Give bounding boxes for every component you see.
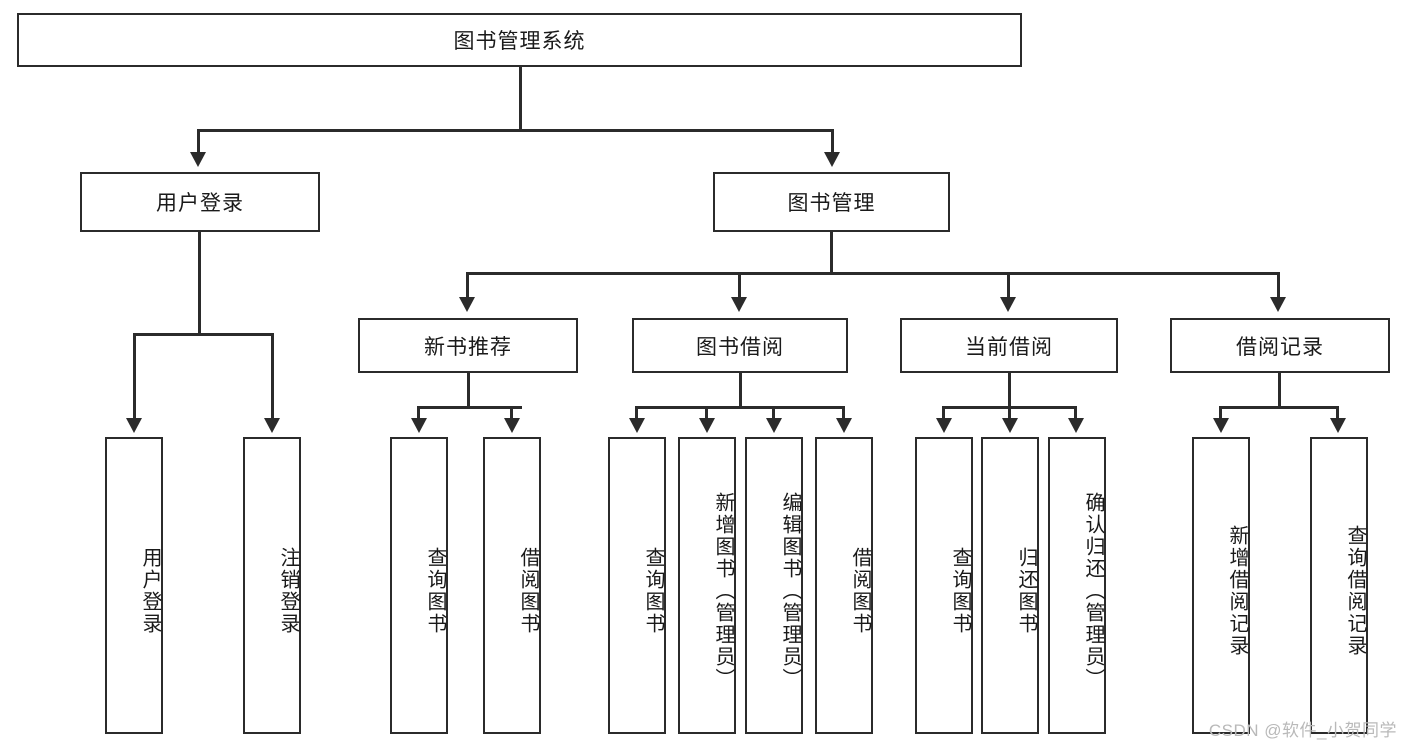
leaf-query-borrow-record[interactable]: 查询借阅记录	[1310, 437, 1368, 734]
arrow-new-book-to-borrow	[504, 418, 520, 433]
connector-book-borrow-to-query	[635, 406, 638, 421]
watermark: CSDN @软件_小贺同学	[1208, 721, 1397, 740]
arrow-book-borrow-to-edit	[766, 418, 782, 433]
leaf-borrow-book-recommend[interactable]: 借阅图书	[483, 437, 541, 734]
node-root-label: 图书管理系统	[453, 30, 586, 53]
connector-book-borrow-to-add	[705, 406, 708, 421]
leaf-edit-book-admin[interactable]: 编辑图书（管理员）	[745, 437, 803, 734]
connector-root-bar	[197, 129, 834, 132]
arrow-book-borrow-to-lend	[836, 418, 852, 433]
arrow-book-mgmt-to-new-book	[459, 297, 475, 312]
leaf-query-borrow-record-label: 查询借阅记录	[1344, 524, 1366, 657]
connector-user-login-bar	[133, 333, 273, 336]
connector-new-book-to-query	[417, 406, 420, 421]
arrow-borrow-records-to-add	[1213, 418, 1229, 433]
leaf-query-book-borrow-label: 查询图书	[642, 546, 664, 635]
leaf-confirm-return-admin-label: 确认归还（管理员）	[1082, 491, 1104, 690]
connector-borrow-records-bar	[1219, 406, 1339, 409]
node-book-management-label: 图书管理	[787, 192, 876, 215]
arrow-root-to-user-login	[190, 152, 206, 167]
connector-root-stem	[519, 67, 522, 130]
leaf-add-book-admin[interactable]: 新增图书（管理员）	[678, 437, 736, 734]
arrow-current-borrow-to-return	[1002, 418, 1018, 433]
leaf-borrow-book-label: 借阅图书	[849, 546, 871, 635]
leaf-confirm-return-admin[interactable]: 确认归还（管理员）	[1048, 437, 1106, 734]
connector-user-login-to-login	[133, 333, 136, 421]
connector-borrow-records-to-add	[1219, 406, 1222, 421]
node-user-login[interactable]: 用户登录	[80, 172, 320, 232]
leaf-return-book[interactable]: 归还图书	[981, 437, 1039, 734]
arrow-book-mgmt-to-records	[1270, 297, 1286, 312]
connector-current-borrow-to-confirm	[1074, 406, 1077, 421]
connector-new-book-bar	[417, 406, 522, 409]
arrow-root-to-book-mgmt	[824, 152, 840, 167]
arrow-new-book-to-query	[411, 418, 427, 433]
connector-root-to-book-mgmt	[831, 129, 834, 155]
connector-book-borrow-stem	[739, 373, 742, 408]
arrow-user-login-to-logout	[264, 418, 280, 433]
connector-book-mgmt-to-records	[1277, 272, 1280, 300]
connector-root-to-user-login	[197, 129, 200, 155]
connector-new-book-stem	[467, 373, 470, 408]
node-new-book-recommend-label: 新书推荐	[424, 335, 512, 359]
leaf-query-book-recommend[interactable]: 查询图书	[390, 437, 448, 734]
node-new-book-recommend[interactable]: 新书推荐	[358, 318, 578, 373]
arrow-book-borrow-to-add	[699, 418, 715, 433]
connector-book-borrow-bar	[635, 406, 844, 409]
connector-current-borrow-to-return	[1008, 406, 1011, 421]
connector-book-borrow-to-edit	[772, 406, 775, 421]
leaf-add-borrow-record-label: 新增借阅记录	[1226, 524, 1248, 657]
connector-book-mgmt-to-current	[1007, 272, 1010, 300]
connector-book-mgmt-to-borrow	[738, 272, 741, 300]
leaf-user-login-label: 用户登录	[139, 546, 161, 635]
connector-user-login-to-logout	[271, 333, 274, 421]
leaf-borrow-book-recommend-label: 借阅图书	[517, 546, 539, 635]
node-root[interactable]: 图书管理系统	[17, 13, 1022, 67]
leaf-borrow-book[interactable]: 借阅图书	[815, 437, 873, 734]
node-user-login-label: 用户登录	[156, 192, 244, 215]
leaf-edit-book-admin-label: 编辑图书（管理员）	[779, 491, 801, 690]
arrow-current-borrow-to-confirm	[1068, 418, 1084, 433]
node-current-borrow-label: 当前借阅	[965, 335, 1053, 359]
leaf-logout[interactable]: 注销登录	[243, 437, 301, 734]
connector-new-book-to-borrow	[510, 406, 513, 421]
node-book-borrow[interactable]: 图书借阅	[632, 318, 848, 373]
leaf-query-book-recommend-label: 查询图书	[424, 546, 446, 635]
arrow-book-mgmt-to-current	[1000, 297, 1016, 312]
leaf-add-book-admin-label: 新增图书（管理员）	[712, 491, 734, 690]
connector-borrow-records-stem	[1278, 373, 1281, 408]
connector-borrow-records-to-query	[1336, 406, 1339, 421]
connector-user-login-stem	[198, 232, 201, 335]
leaf-logout-label: 注销登录	[277, 546, 299, 635]
leaf-user-login[interactable]: 用户登录	[105, 437, 163, 734]
arrow-current-borrow-to-query	[936, 418, 952, 433]
connector-book-mgmt-bar	[466, 272, 1280, 275]
arrow-book-borrow-to-query	[629, 418, 645, 433]
connector-current-borrow-stem	[1008, 373, 1011, 408]
arrow-borrow-records-to-query	[1330, 418, 1346, 433]
node-book-management[interactable]: 图书管理	[713, 172, 950, 232]
arrow-book-mgmt-to-borrow	[731, 297, 747, 312]
leaf-query-book-current-label: 查询图书	[949, 546, 971, 635]
leaf-query-book-borrow[interactable]: 查询图书	[608, 437, 666, 734]
arrow-user-login-to-login	[126, 418, 142, 433]
node-borrow-records-label: 借阅记录	[1236, 335, 1324, 359]
connector-book-borrow-to-lend	[842, 406, 845, 421]
connector-book-mgmt-stem	[830, 232, 833, 274]
node-current-borrow[interactable]: 当前借阅	[900, 318, 1118, 373]
leaf-query-book-current[interactable]: 查询图书	[915, 437, 973, 734]
node-borrow-records[interactable]: 借阅记录	[1170, 318, 1390, 373]
node-book-borrow-label: 图书借阅	[696, 335, 784, 359]
connector-book-mgmt-to-new-book	[466, 272, 469, 300]
leaf-return-book-label: 归还图书	[1015, 546, 1037, 635]
connector-current-borrow-to-query	[942, 406, 945, 421]
leaf-add-borrow-record[interactable]: 新增借阅记录	[1192, 437, 1250, 734]
